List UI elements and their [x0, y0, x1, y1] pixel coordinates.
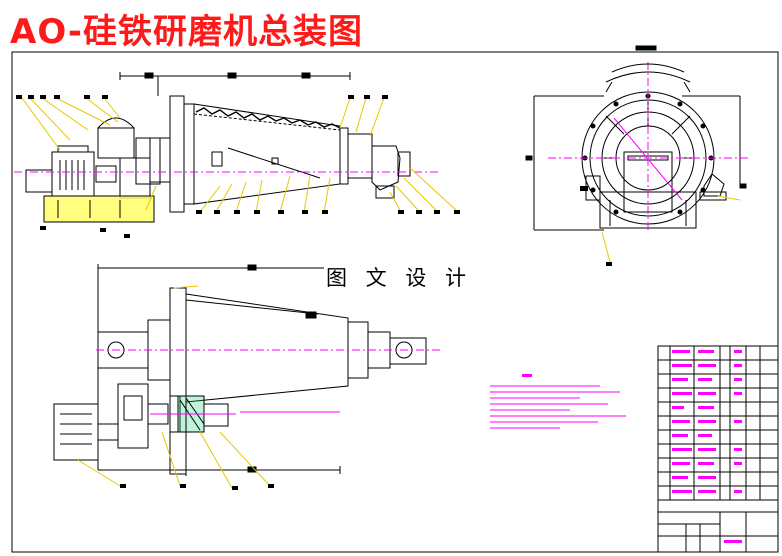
motor-body — [51, 151, 95, 197]
end-view-tag-2 — [580, 186, 588, 191]
drawing-title: AO-硅铁研磨机总装图 — [10, 12, 363, 52]
plan-reducer — [117, 383, 149, 449]
leader-tags-top-left — [16, 95, 460, 238]
end-view-tag — [606, 262, 612, 266]
watermark: 图 文 设 计 — [324, 262, 475, 292]
leader-lines-end-view — [601, 195, 741, 263]
parts-list-table — [657, 345, 779, 553]
plan-drum — [185, 293, 349, 403]
side-elevation-view — [14, 72, 440, 223]
drawing-border — [11, 51, 779, 553]
leader-lines-plan-view — [77, 285, 271, 489]
plan-motor — [53, 403, 99, 461]
end-view — [525, 45, 748, 232]
plan-flange — [169, 287, 187, 475]
leader-tags-plan-view — [120, 484, 274, 490]
rotation-arc — [611, 63, 685, 73]
plan-view — [53, 264, 440, 476]
leader-lines-top-left — [21, 97, 457, 213]
parts-list-entries — [672, 350, 742, 543]
drive-end-flange — [169, 95, 185, 213]
technical-notes — [490, 374, 626, 429]
reducer-housing — [97, 127, 135, 159]
mill-drum — [193, 103, 341, 205]
